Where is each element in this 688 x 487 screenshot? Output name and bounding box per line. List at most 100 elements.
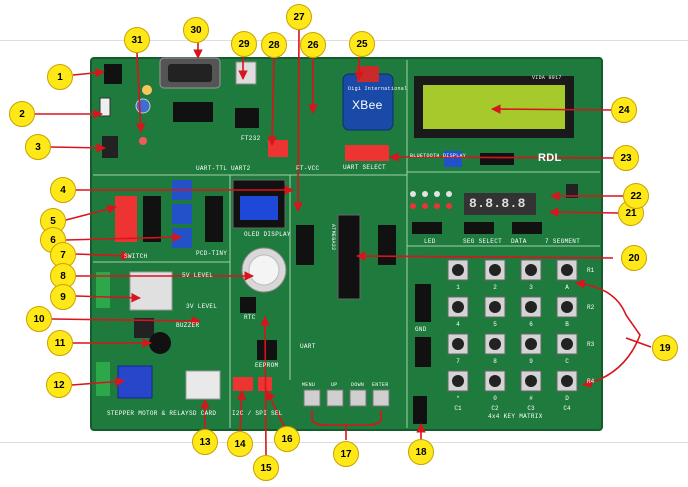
i2c-switch-1	[233, 377, 253, 391]
side-header-1	[415, 284, 431, 322]
callout-22: 22	[623, 183, 649, 209]
callout-28: 28	[261, 32, 287, 58]
key-label: 9	[529, 358, 533, 365]
label-uart: UART	[300, 343, 316, 350]
usb-connector	[235, 61, 257, 85]
key-label: *	[456, 395, 460, 402]
uart-dip-switch	[268, 140, 288, 157]
callout-25: 25	[349, 31, 375, 57]
sd-card-slot	[185, 370, 221, 400]
dip-switch-bank	[115, 196, 137, 242]
label-btn-up: UP	[331, 382, 338, 388]
callout-4: 4	[50, 177, 76, 203]
terminal-block-2	[96, 362, 110, 396]
callout-27: 27	[286, 4, 312, 30]
key-label: 2	[493, 284, 497, 291]
label-uart2: UART2	[231, 165, 251, 172]
side-header-2	[415, 337, 431, 367]
leds	[410, 191, 452, 209]
row-label: R2	[587, 304, 595, 311]
callout-23: 23	[613, 145, 639, 171]
label-switch: SWITCH	[124, 253, 148, 260]
callout-17-bracket	[311, 410, 382, 426]
label-buzzer: BUZZER	[176, 322, 200, 329]
mcu-header-right	[378, 225, 396, 265]
key-cap	[525, 301, 537, 313]
callout-11: 11	[47, 330, 73, 356]
label-uart-ttl: UART-TTL	[196, 165, 228, 172]
label-seven-segment: 7 SEGMENT	[545, 238, 581, 245]
label-rtc: RTC	[244, 314, 256, 321]
oled-screen	[240, 196, 278, 220]
key-cap	[452, 301, 464, 313]
lcd-header	[480, 153, 514, 165]
relay	[129, 271, 173, 311]
mcu-header-left	[296, 225, 314, 265]
key-cap	[452, 264, 464, 276]
seven-segment-display	[464, 193, 536, 215]
key-cap	[561, 338, 573, 350]
callout-16: 16	[274, 426, 300, 452]
label-sd-card: SD CARD	[189, 410, 217, 417]
key-label: 1	[456, 284, 460, 291]
label-i2c-sel: I2C / SPI SEL	[232, 410, 283, 417]
key-cap	[561, 264, 573, 276]
rtc-chip	[240, 297, 256, 313]
callout-19-bracket	[575, 279, 641, 388]
top-rule	[0, 40, 688, 41]
key-cap	[525, 264, 537, 276]
callout-15: 15	[253, 455, 279, 481]
label-xbee-brand: Digi International	[348, 86, 408, 92]
callout-2: 2	[9, 101, 35, 127]
label-ft-vcc: FT-VCC	[296, 165, 320, 172]
callout-29: 29	[231, 31, 257, 57]
key-label: 4	[456, 321, 460, 328]
key-label: 6	[529, 321, 533, 328]
key-cap	[525, 338, 537, 350]
callout-20: 20	[621, 245, 647, 271]
label-xbee: XBee	[352, 98, 383, 112]
terminal-block-1	[96, 272, 110, 308]
label-ft232: FT232	[241, 135, 261, 142]
power-led	[139, 137, 147, 145]
key-label: #	[529, 395, 533, 402]
stepper-driver	[117, 365, 153, 399]
key-label: B	[565, 321, 569, 328]
callout-arrows	[35, 29, 623, 456]
label-stepper-relay: STEPPER MOTOR & RELAY	[107, 410, 189, 417]
col-label: C4	[563, 405, 571, 412]
uart-select-switch	[345, 145, 389, 161]
key-label: 7	[456, 358, 460, 365]
row-label: R3	[587, 341, 595, 348]
pot-header	[205, 196, 223, 242]
microcontroller	[337, 214, 361, 300]
callout-3: 3	[25, 134, 51, 160]
data-header	[512, 222, 542, 234]
callout-19: 19	[652, 335, 678, 361]
label-keypad: 4x4 KEY MATRIX	[488, 413, 543, 420]
regulator	[102, 136, 118, 158]
nav-buttons	[303, 389, 390, 407]
callout-30: 30	[183, 17, 209, 43]
ft232-chip	[235, 108, 259, 128]
key-cap	[489, 375, 501, 387]
col-label: C1	[454, 405, 462, 412]
key-cap	[452, 338, 464, 350]
key-cap	[489, 301, 501, 313]
callout-31: 31	[124, 27, 150, 53]
key-cap	[561, 301, 573, 313]
label-seg-digits: 8.8.8.8	[469, 196, 526, 211]
callout-1: 1	[47, 64, 73, 90]
key-label: A	[565, 284, 569, 291]
xbee-antenna	[357, 66, 379, 82]
label-btn-enter: ENTER	[372, 382, 389, 388]
eeprom-chip	[257, 340, 277, 360]
col-label: C2	[491, 405, 499, 412]
callout-10: 10	[26, 306, 52, 332]
lcd-screen	[423, 85, 565, 129]
label-seg-select: SEG SELECT	[463, 238, 503, 245]
label-lcd-model: VIDA 0917	[532, 75, 562, 81]
row-label: R4	[587, 378, 595, 385]
key-cap	[561, 375, 573, 387]
